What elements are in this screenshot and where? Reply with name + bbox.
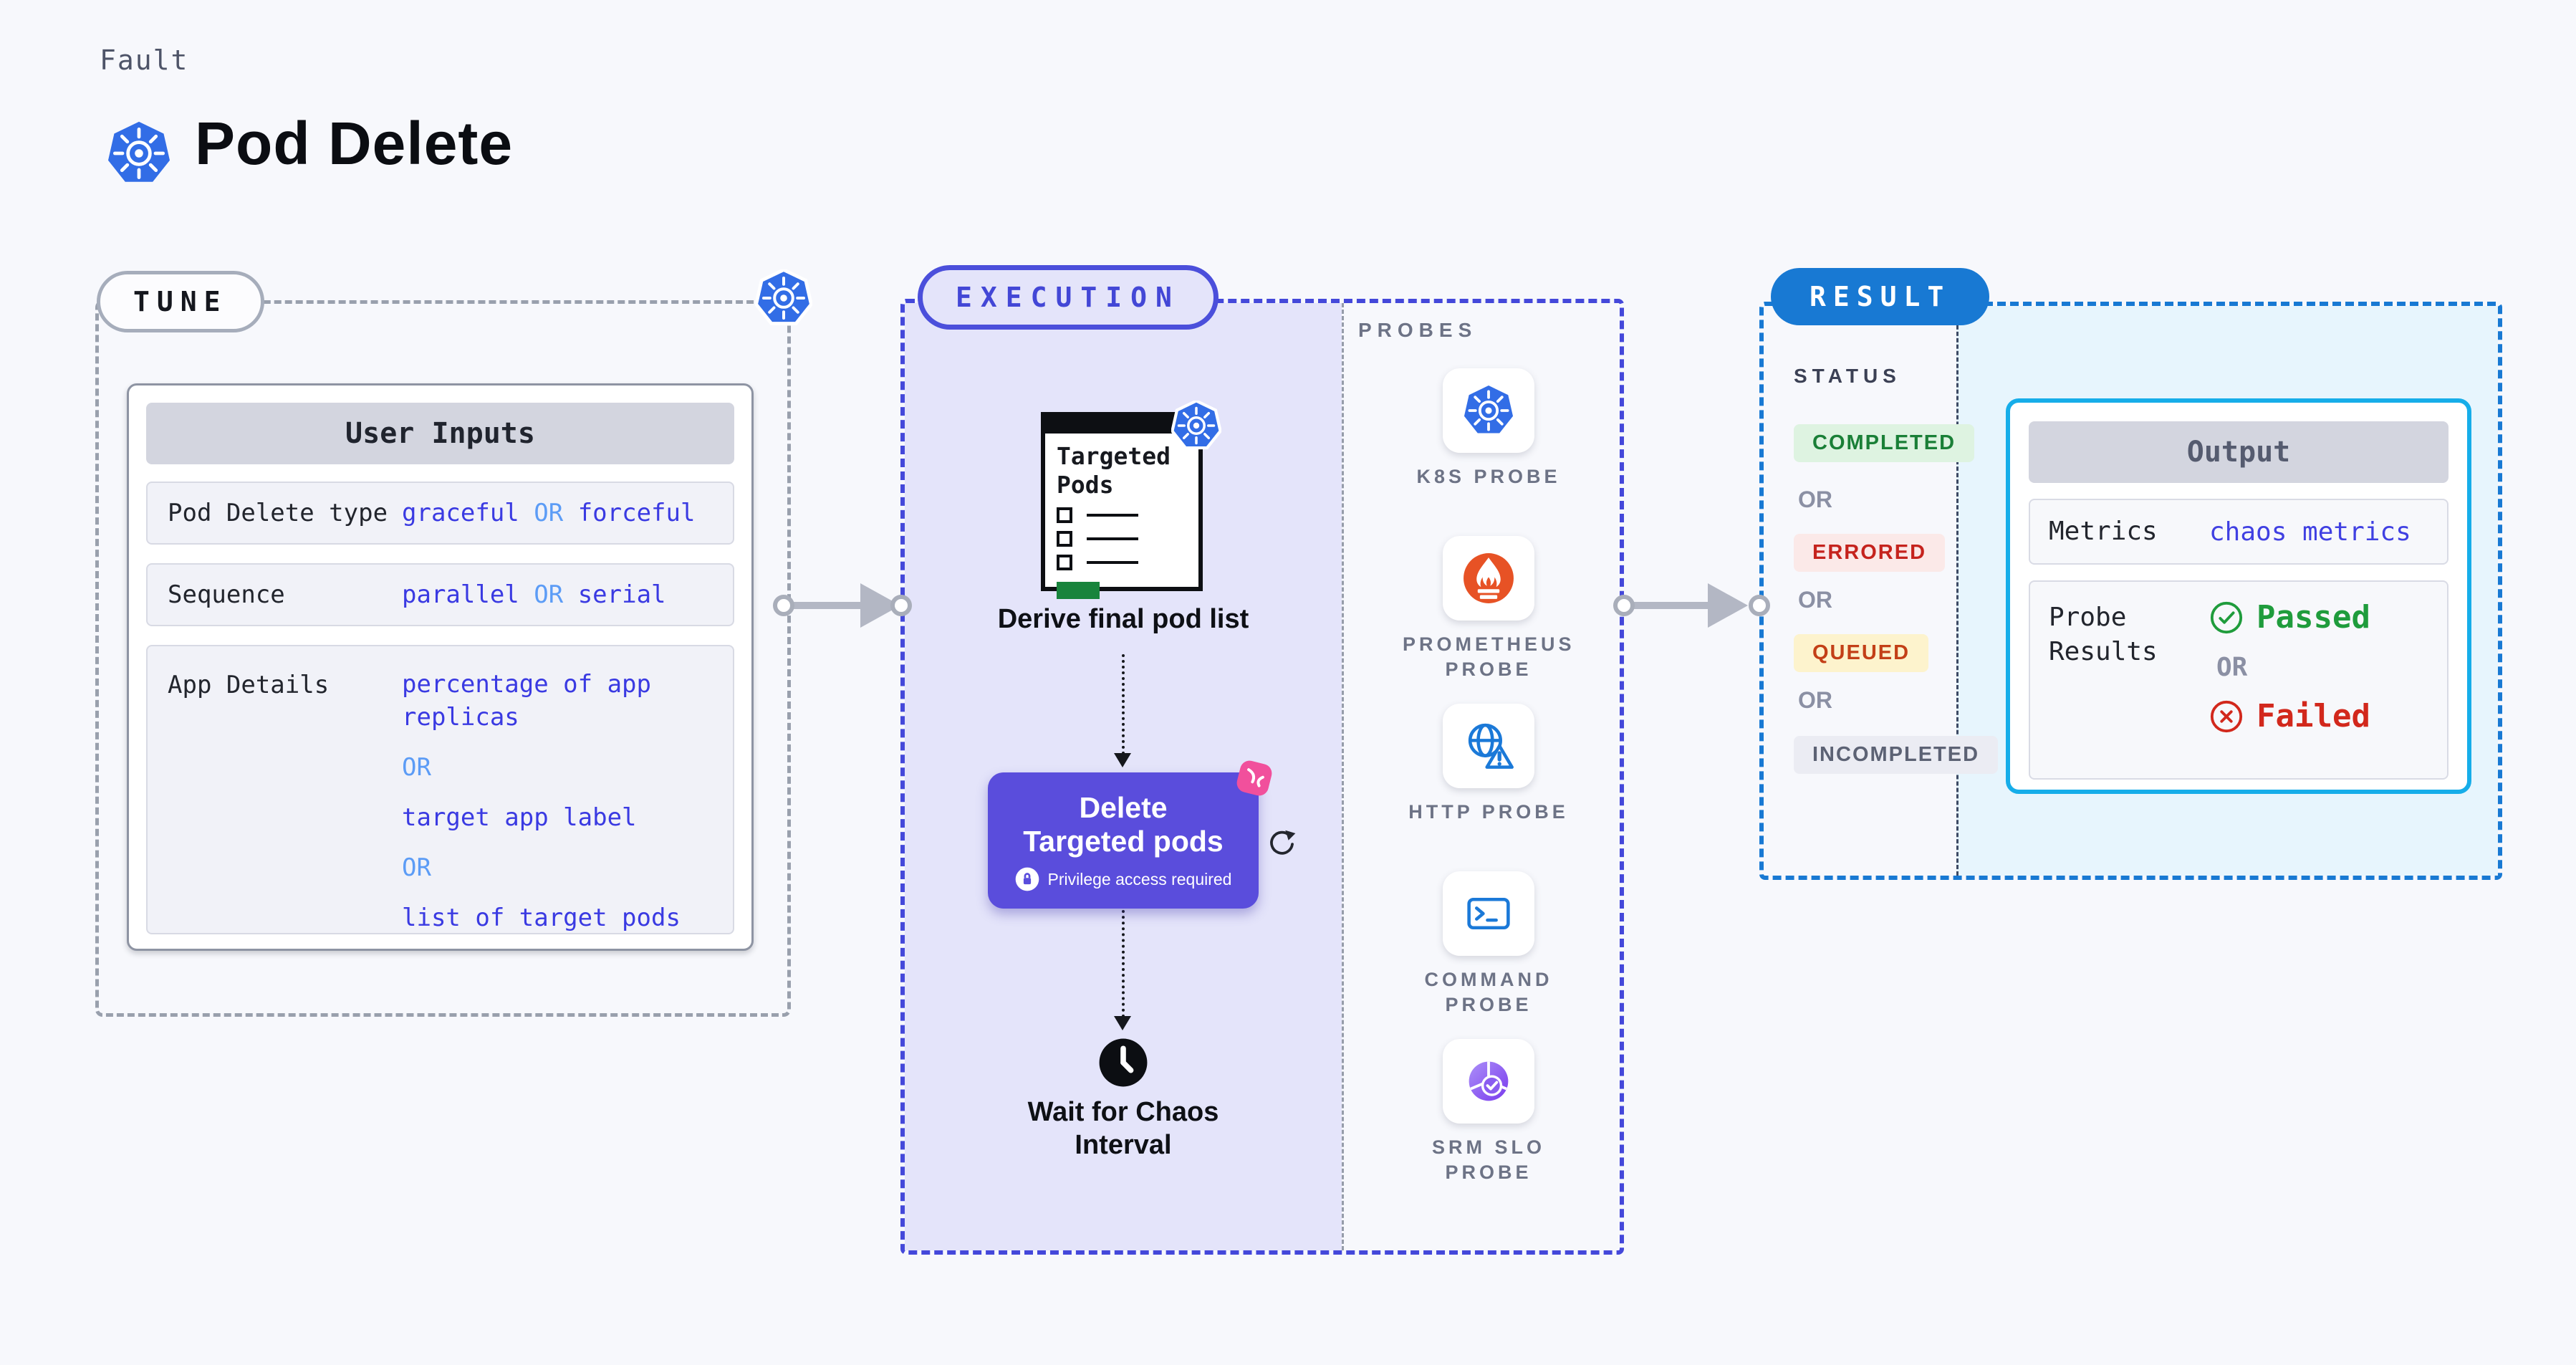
prometheus-icon [1464, 553, 1514, 603]
probe-label: HTTP PROBE [1408, 801, 1569, 823]
or-label: OR [402, 853, 431, 882]
probe-item-prometheus: PROMETHEUS PROBE [1403, 536, 1575, 682]
option-value: graceful [402, 499, 519, 527]
tune-section [95, 300, 791, 1017]
loop-icon [1270, 830, 1296, 855]
or-label: OR [2216, 653, 2248, 682]
option-value: list of target pods [402, 904, 681, 932]
kubernetes-icon [1463, 384, 1514, 435]
globe-alert-icon [1468, 723, 1514, 769]
passed-label: Passed [2257, 599, 2370, 636]
row-label: Sequence [168, 580, 285, 609]
tune-to-execution-arrow [773, 583, 913, 628]
targeted-pods-icon: Targeted Pods [1041, 412, 1203, 599]
privilege-label: Privilege access required [1047, 869, 1232, 889]
probe-card [1443, 368, 1534, 453]
step-label: Delete Targeted pods [1023, 791, 1224, 858]
derive-final-pod-list-label: Derive final pod list [997, 604, 1249, 634]
input-row-app-details: App Details percentage of app replicas O… [146, 645, 734, 934]
wait-for-chaos-interval-label: Wait for Chaos Interval [1027, 1097, 1219, 1160]
connector-node [773, 595, 794, 616]
result-pill: RESULT [1771, 268, 1990, 325]
option-value: serial [577, 580, 666, 609]
arrow-down-icon [1114, 753, 1131, 767]
probe-item-command: COMMAND PROBE [1403, 871, 1575, 1017]
x-circle-icon [2210, 700, 2243, 732]
connector-node [1613, 595, 1635, 616]
probe-results-row: Probe Results Passed OR [2029, 580, 2448, 780]
flow-connector [1122, 654, 1125, 755]
user-inputs-header: User Inputs [146, 403, 734, 464]
status-badge-queued: QUEUED [1794, 634, 1929, 672]
probe-card [1443, 704, 1534, 788]
row-value: parallel OR serial [402, 565, 666, 625]
option-value: forceful [577, 499, 696, 527]
probe-card [1443, 1039, 1534, 1124]
or-label: OR [1798, 487, 1832, 512]
connector-node [1749, 595, 1770, 616]
row-label: Probe Results [2049, 603, 2158, 666]
row-value: percentage of app replicas OR target app… [402, 668, 681, 952]
metrics-row: Metrics chaos metrics [2029, 499, 2448, 565]
probe-label: COMMAND PROBE [1424, 969, 1553, 1015]
or-label: OR [402, 753, 431, 782]
kubernetes-icon [105, 119, 173, 188]
clock-icon [1099, 1038, 1148, 1087]
flow-connector [1122, 910, 1125, 1017]
or-label: OR [534, 580, 564, 609]
probe-label: SRM SLO PROBE [1431, 1136, 1545, 1183]
output-card: Output Metrics chaos metrics Probe Resul… [2006, 398, 2471, 794]
probe-card [1443, 536, 1534, 621]
input-row-pod-delete-type: Pod Delete type graceful OR forceful [146, 482, 734, 545]
row-value: graceful OR forceful [402, 483, 695, 543]
input-row-sequence: Sequence parallel OR serial [146, 563, 734, 626]
probes-divider [1342, 303, 1344, 1250]
kubernetes-icon [755, 269, 812, 327]
or-label: OR [1798, 587, 1832, 613]
metrics-value: chaos metrics [2209, 517, 2411, 547]
option-value: target app label [402, 803, 637, 832]
execution-pill: EXECUTION [918, 265, 1219, 330]
probe-results-values: Passed OR Failed [2209, 599, 2370, 734]
probe-card [1443, 871, 1534, 956]
fault-eyebrow: Fault [100, 44, 189, 76]
row-label: Metrics [2049, 517, 2158, 546]
or-label: OR [1798, 687, 1832, 713]
execution-section: Targeted Pods Derive final pod list Dele… [900, 299, 1624, 1255]
failed-label: Failed [2257, 698, 2370, 734]
status-badge-incompleted: INCOMPLETED [1794, 736, 1999, 774]
status-badge-errored: ERRORED [1794, 534, 1946, 572]
output-header: Output [2029, 421, 2448, 483]
status-title: STATUS [1794, 365, 1901, 387]
probes-title: PROBES [1358, 319, 1478, 341]
terminal-icon [1467, 897, 1510, 930]
connector-node [890, 595, 912, 616]
page-title: Pod Delete [195, 110, 514, 177]
row-label: Pod Delete type [168, 499, 388, 527]
lock-icon [1015, 867, 1039, 891]
probe-label: PROMETHEUS PROBE [1403, 633, 1575, 680]
kubernetes-icon [1171, 401, 1221, 451]
progress-bar [1057, 582, 1100, 599]
probe-item-srm-slo: SRM SLO PROBE [1403, 1039, 1575, 1185]
slo-gauge-check-icon [1469, 1061, 1509, 1101]
execution-to-result-arrow [1613, 583, 1771, 628]
arrow-down-icon [1114, 1016, 1131, 1030]
probe-item-k8s: K8S PROBE [1403, 368, 1575, 489]
chaos-icon [1236, 760, 1272, 796]
result-section: STATUS COMPLETED OR ERRORED OR QUEUED OR… [1759, 302, 2502, 880]
probe-label: K8S PROBE [1416, 466, 1561, 487]
status-badge-completed: COMPLETED [1794, 424, 1975, 462]
check-circle-icon [2210, 601, 2243, 633]
option-value: parallel [402, 580, 519, 609]
delete-targeted-pods-step: Delete Targeted pods Privilege access re… [988, 772, 1259, 909]
probe-item-http: HTTP PROBE [1403, 704, 1575, 825]
targeted-pods-title: Targeted Pods [1057, 442, 1171, 499]
option-value: percentage of app replicas [402, 670, 651, 732]
or-label: OR [534, 499, 564, 527]
user-inputs-card: User Inputs Pod Delete type graceful OR … [127, 383, 754, 951]
tune-pill: TUNE [97, 271, 264, 332]
row-label: App Details [168, 671, 330, 699]
